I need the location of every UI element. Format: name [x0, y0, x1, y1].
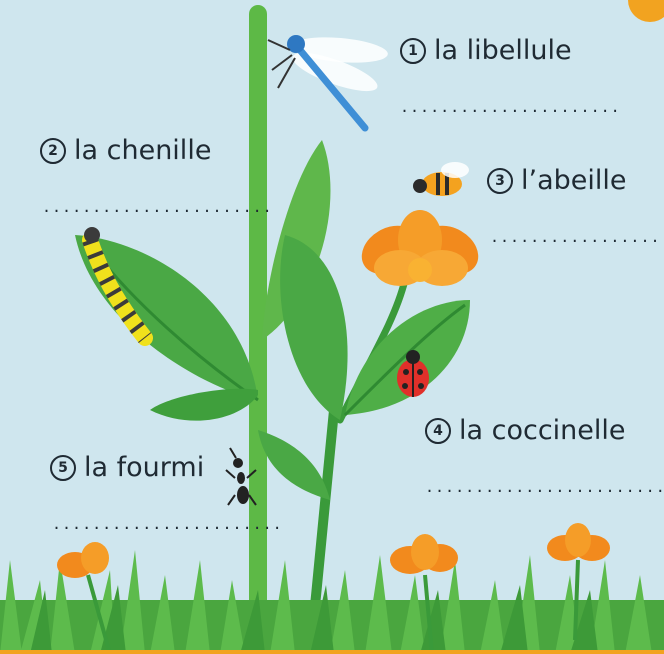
label-number: 4: [425, 418, 451, 444]
answer-line-ladybug[interactable]: ........................: [425, 478, 664, 496]
label-ant: 5 la fourmi: [50, 452, 204, 483]
label-dragonfly: 1 la libellule: [400, 35, 572, 66]
label-number: 5: [50, 455, 76, 481]
label-text: la libellule: [434, 35, 572, 66]
label-caterpillar: 2 la chenille: [40, 135, 211, 166]
answer-line-caterpillar[interactable]: .......................: [42, 198, 273, 216]
label-text: la chenille: [74, 135, 211, 166]
answer-line-ant[interactable]: .......................: [52, 515, 283, 533]
label-number: 2: [40, 138, 66, 164]
label-text: la coccinelle: [459, 415, 626, 446]
bottom-border: [0, 650, 664, 654]
label-ladybug: 4 la coccinelle: [425, 415, 626, 446]
answer-line-dragonfly[interactable]: ......................: [400, 98, 621, 116]
label-number: 3: [487, 168, 513, 194]
label-number: 1: [400, 38, 426, 64]
answer-line-bee[interactable]: ..................: [490, 228, 664, 246]
label-bee: 3 l’abeille: [487, 165, 627, 196]
label-text: la fourmi: [84, 452, 204, 483]
label-text: l’abeille: [521, 165, 627, 196]
